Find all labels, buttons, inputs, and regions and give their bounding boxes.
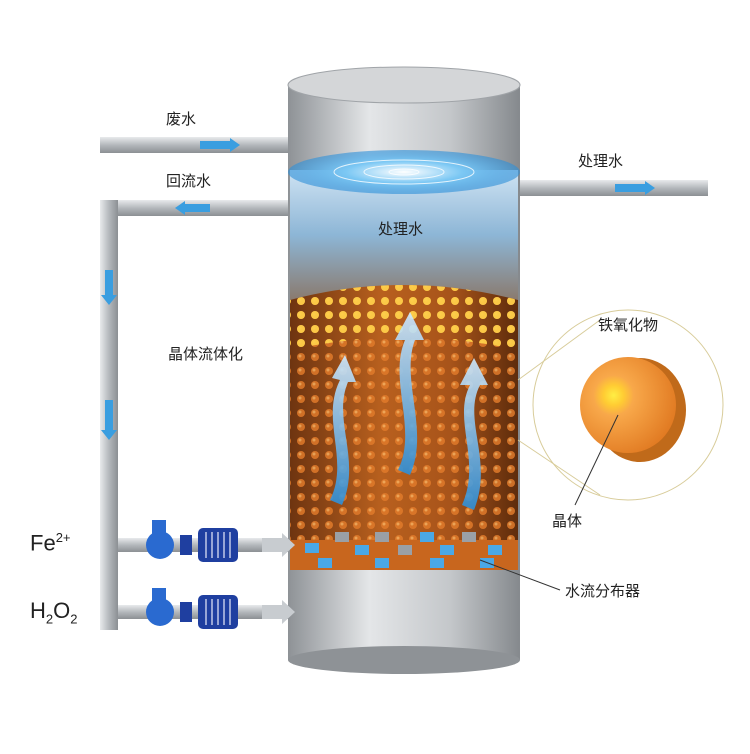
label-waste-water: 废水: [166, 110, 197, 128]
label-treated-water-outlet: 处理水: [578, 152, 624, 170]
crystal-particle: [580, 357, 676, 453]
label-water-distributor: 水流分布器: [565, 582, 641, 600]
magnified-view-circle: [532, 309, 724, 501]
label-iron-oxide: 铁氧化物: [598, 316, 659, 334]
flow-arrows: [101, 138, 655, 440]
label-reflux-water: 回流水: [166, 172, 212, 190]
distributor-nozzles: [305, 532, 502, 568]
upflow-arrows: [330, 312, 488, 510]
h2o2-pump: [146, 588, 295, 629]
fe-pump: [146, 520, 295, 562]
label-crystal-fluidization: 晶体流体化: [168, 345, 244, 363]
treated-water-pipe: [516, 180, 708, 196]
label-treated-water-inside: 处理水: [378, 220, 424, 238]
label-h2o2: H2O2: [30, 598, 78, 627]
swirl: [288, 150, 520, 194]
waste-water-pipe: [100, 137, 292, 153]
label-crystal: 晶体: [552, 512, 583, 530]
label-fe2plus: Fe2+: [30, 530, 71, 556]
